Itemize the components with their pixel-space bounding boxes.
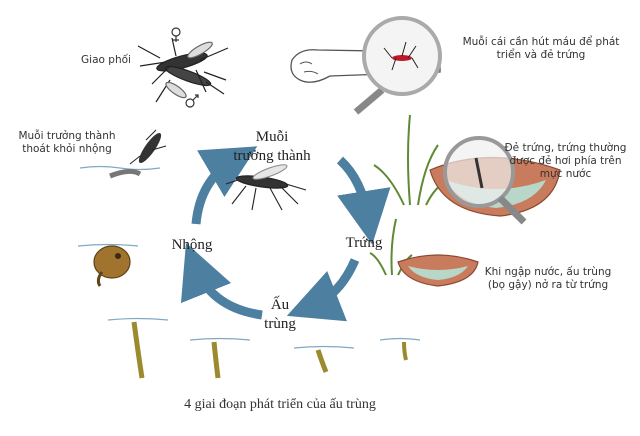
stage-label-pupa: Nhộng [171, 237, 213, 253]
larvae-illustrations [107, 317, 421, 379]
adult-mosquito-illustration [225, 164, 307, 211]
magnifier-icon [353, 16, 442, 115]
label-mating: Giao phối [81, 54, 131, 66]
stage-label-adult-line1: Muỗi [255, 129, 289, 145]
larva-hatching-illustration [369, 218, 479, 287]
label-blood-meal: Muỗi cái cần hút máu để phát triển và đẻ… [462, 36, 620, 62]
stage-label-larva-line2: trùng [264, 315, 296, 332]
egg-laying-illustration [373, 114, 561, 225]
pupa-illustration [77, 243, 139, 287]
emerging-adult-illustration [79, 129, 167, 179]
arrow-pupa-to-adult [191, 146, 258, 225]
arrow-adult-to-egg [336, 156, 391, 245]
stage-label-larva: Ấu trùng [250, 296, 310, 334]
stage-label-adult-line2: trưởng thành [233, 147, 311, 164]
cycle-arrows [180, 146, 391, 322]
male-symbol-icon [185, 94, 199, 108]
stage-label-adult: Muỗi trưởng thành [222, 128, 322, 166]
larva-3 [315, 349, 329, 373]
label-adult-emerge: Muỗi trưởng thành thoát khỏi nhộng [18, 130, 116, 156]
larva-1 [131, 321, 145, 379]
larva-4 [402, 341, 408, 361]
larva-2 [211, 341, 221, 379]
arrow-egg-to-larva [286, 258, 360, 322]
stage-label-larva-line1: Ấu [270, 297, 290, 313]
label-larva-hatch: Khi ngập nước, ấu trùng (bọ gậy) nở ra t… [484, 266, 612, 292]
female-symbol-icon [171, 27, 181, 42]
diagram-caption: 4 giai đoạn phát triển của ấu trùng [184, 397, 376, 412]
mating-mosquitoes [137, 37, 229, 103]
arrow-larva-to-pupa [180, 242, 263, 320]
label-egg-laying: Đẻ trứng, trứng thường được đẻ hơi phía … [504, 142, 627, 181]
blood-meal-illustration [290, 16, 442, 115]
stage-label-egg: Trứng [345, 235, 383, 251]
